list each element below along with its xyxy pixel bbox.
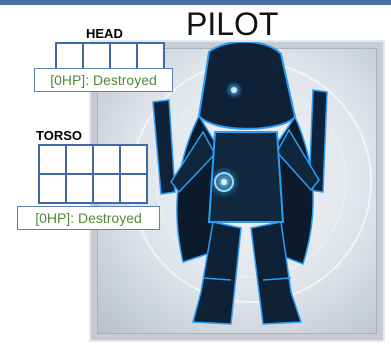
torso-armor-box[interactable] (65, 173, 94, 204)
torso-armor-box[interactable] (92, 144, 121, 175)
torso-label: TORSO (36, 128, 82, 143)
head-armor-grid (55, 42, 165, 70)
unit-name: PILOT (186, 6, 279, 42)
torso-armor-box[interactable] (38, 173, 67, 204)
torso-armor-box[interactable] (119, 144, 148, 175)
head-label: HEAD (86, 26, 123, 41)
head-status: [0HP]: Destroyed (34, 68, 173, 92)
torso-status: [0HP]: Destroyed (17, 206, 160, 230)
torso-armor-box[interactable] (38, 144, 67, 175)
pilot-figure-icon (130, 42, 372, 325)
torso-armor-box[interactable] (92, 173, 121, 204)
top-bar (0, 0, 391, 5)
head-armor-box[interactable] (55, 42, 84, 70)
head-armor-box[interactable] (136, 42, 165, 70)
torso-armor-box[interactable] (65, 144, 94, 175)
head-armor-box[interactable] (109, 42, 138, 70)
head-armor-box[interactable] (82, 42, 111, 70)
torso-armor-grid (38, 144, 148, 204)
torso-armor-box[interactable] (119, 173, 148, 204)
